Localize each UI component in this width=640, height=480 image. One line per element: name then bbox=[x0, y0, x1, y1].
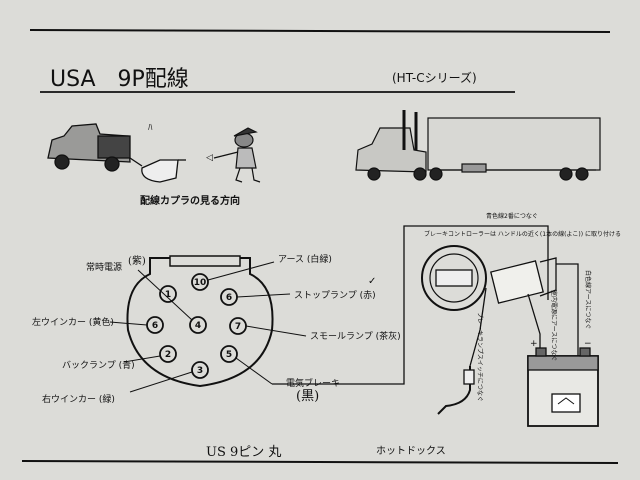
svg-text:7: 7 bbox=[235, 322, 241, 332]
arrow-mark-icon: ◁ bbox=[206, 153, 213, 163]
bottom-border-line bbox=[21, 460, 619, 464]
label-stop-lamp: ストップランプ (赤) bbox=[294, 290, 376, 301]
top-border-line bbox=[29, 29, 611, 33]
svg-text:6: 6 bbox=[226, 293, 232, 303]
footer-handwritten-left: US 9ピン 丸 bbox=[206, 445, 281, 460]
check-mark: ✓ bbox=[368, 276, 376, 287]
battery-minus-sign: − bbox=[584, 339, 592, 349]
illustration-caption: 配線カプラの見る方向 bbox=[140, 194, 240, 207]
connector-outline bbox=[126, 257, 274, 388]
connector-pin-5: 5 bbox=[220, 345, 238, 363]
label-ground: アース (白緑) bbox=[278, 253, 332, 265]
svg-text:2: 2 bbox=[165, 350, 171, 360]
svg-text:10: 10 bbox=[194, 278, 207, 288]
label-electric-brake: 電気ブレーキ bbox=[286, 377, 340, 389]
label-back-lamp: バックランプ (青) bbox=[62, 359, 135, 371]
svg-text:4: 4 bbox=[195, 321, 201, 331]
steering-wheel-icon bbox=[421, 245, 487, 311]
battery-ground-note: 白色線アースにつなぐ bbox=[584, 270, 592, 329]
small-mark-icon: ﾊ bbox=[148, 123, 153, 133]
nine-pin-connector: 1 10 6 6 4 7 2 5 bbox=[126, 255, 274, 388]
label-right-turn: 右ウインカー (緑) bbox=[42, 393, 115, 405]
svg-text:5: 5 bbox=[226, 350, 232, 360]
connector-key-notch bbox=[169, 255, 241, 267]
semi-truck-illustration bbox=[355, 110, 601, 181]
connector-pin-3: 3 bbox=[191, 361, 209, 379]
connector-pin-10: 10 bbox=[191, 273, 209, 291]
pickup-truck-illustration bbox=[47, 123, 186, 183]
connector-pin-2: 2 bbox=[159, 345, 177, 363]
label-power-color-handwritten: (紫) bbox=[128, 255, 146, 267]
label-constant-power: 常時電源 bbox=[86, 261, 122, 273]
battery-plus-sign: + bbox=[530, 339, 538, 349]
svg-text:6: 6 bbox=[152, 321, 158, 331]
controller-note: ブレーキコントローラーは ハンドルの近く(1本の線(よこ)) に取り付ける bbox=[424, 230, 621, 238]
pin-leader-lines bbox=[109, 261, 307, 393]
svg-text:1: 1 bbox=[165, 290, 171, 300]
wire-note-top: 青色線2番につなぐ bbox=[486, 212, 538, 220]
page-title: USA 9P配線 bbox=[50, 67, 189, 92]
label-brake-color-handwritten: (黒) bbox=[296, 389, 319, 404]
person-illustration bbox=[213, 127, 261, 183]
label-small-lamp: スモールランプ (茶灰) bbox=[310, 330, 401, 342]
svg-text:3: 3 bbox=[197, 366, 203, 376]
fuse-note: 室内電源にアースにつなぐ bbox=[550, 290, 558, 361]
pedal-note: ブレーキランプスイッチにつなぐ bbox=[476, 312, 484, 402]
connector-pin-4: 4 bbox=[189, 316, 207, 334]
footer-handwritten-right: ホットドックス bbox=[376, 445, 446, 457]
brake-pedal-icon bbox=[437, 366, 471, 415]
label-left-turn: 左ウインカー (黄色) bbox=[32, 316, 114, 328]
cab-wiring bbox=[272, 225, 599, 427]
brake-controller-box bbox=[490, 260, 544, 304]
connector-pin-1: 1 bbox=[159, 285, 177, 303]
page-subtitle: (HT-Cシリーズ) bbox=[392, 70, 477, 85]
